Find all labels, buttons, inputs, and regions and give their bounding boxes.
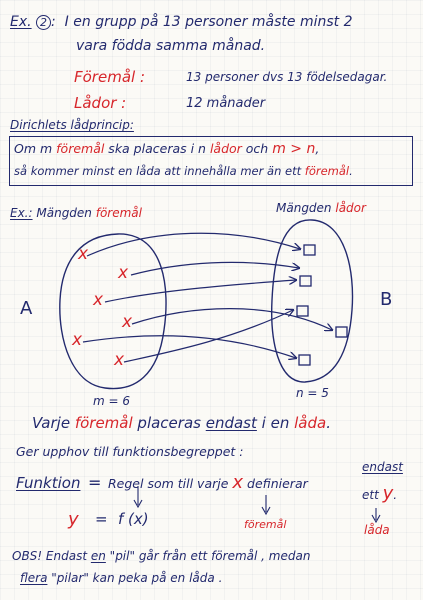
right-title-lador: lådor bbox=[335, 201, 366, 215]
lada-annotation: låda bbox=[364, 523, 390, 537]
conclusion-text-a: Varje bbox=[32, 414, 75, 432]
obs-flera: flera bbox=[20, 571, 48, 585]
arrow-head-fx bbox=[133, 499, 143, 509]
foremal-value: 13 personer dvs 13 födelsedagar. bbox=[186, 70, 388, 84]
example-number: 2 bbox=[36, 15, 52, 30]
principle-comma: , bbox=[315, 141, 320, 156]
element-mark-5: x bbox=[72, 330, 83, 350]
element-mark-1: x bbox=[78, 244, 89, 264]
box-5 bbox=[298, 354, 311, 366]
conclusion-text-b: placeras bbox=[132, 414, 206, 432]
example-left-title: Ex.: Mängden föremål bbox=[10, 206, 142, 220]
principle-foremal-2: föremål bbox=[304, 164, 350, 178]
header-text-2: vara födda samma månad. bbox=[76, 38, 266, 54]
conclusion-text-c: i en bbox=[256, 414, 295, 432]
obs-text-a: Endast bbox=[42, 549, 91, 563]
conclusion-endast: endast bbox=[205, 414, 257, 432]
ett-y-period: . bbox=[393, 488, 398, 502]
header-line-2: vara födda samma månad. bbox=[76, 38, 265, 54]
box-4 bbox=[335, 326, 348, 338]
ett-y: ett y. bbox=[362, 483, 397, 504]
left-title-foremal: föremål bbox=[95, 206, 142, 220]
rule-x: x bbox=[232, 472, 244, 493]
arrow-5 bbox=[82, 335, 296, 358]
foremal-label: Föremål : bbox=[74, 68, 145, 86]
principle-box bbox=[9, 136, 413, 186]
funktion-equals: = bbox=[88, 473, 102, 492]
conclusion-period: . bbox=[326, 414, 331, 432]
funktion-word: Funktion bbox=[16, 474, 81, 492]
arrow-head-x bbox=[261, 506, 271, 516]
header-line-1: Ex. 2: I en grupp på 13 personer måste m… bbox=[10, 14, 353, 30]
set-a-label: A bbox=[20, 298, 33, 319]
arrow-1 bbox=[86, 232, 300, 257]
element-mark-4: x bbox=[122, 312, 133, 332]
header-text-1: I en grupp på 13 personer måste minst 2 bbox=[64, 14, 353, 30]
element-mark-6: x bbox=[114, 350, 125, 370]
principle-line-1: Om m föremål ska placeras i n lådor och … bbox=[14, 141, 319, 157]
endast-word: endast bbox=[362, 460, 403, 474]
box-2 bbox=[299, 275, 312, 287]
element-mark-3: x bbox=[93, 290, 104, 310]
arrow-6 bbox=[123, 310, 293, 363]
principle-text-d: så kommer minst en låda att innehålla me… bbox=[14, 164, 305, 178]
set-b-label: B bbox=[380, 289, 393, 310]
obs-en: en bbox=[90, 549, 106, 563]
principle-period: . bbox=[349, 164, 353, 178]
principle-foremal: föremål bbox=[56, 141, 105, 156]
lador-label: Lådor : bbox=[74, 94, 127, 112]
arrow-3 bbox=[104, 280, 296, 303]
principle-text-c: och bbox=[241, 141, 273, 156]
element-mark-2: x bbox=[118, 263, 129, 283]
obs-text-b: "pil" går från ett föremål , medan bbox=[105, 549, 311, 563]
example-right-title: Mängden lådor bbox=[276, 201, 366, 215]
n-label: n = 5 bbox=[296, 386, 329, 400]
conclusion-line: Varje föremål placeras endast i en låda. bbox=[32, 414, 331, 432]
rule-text-b: definierar bbox=[243, 476, 308, 491]
obs-line-1: OBS! Endast en "pil" går från ett föremå… bbox=[12, 549, 310, 563]
example-colon: : bbox=[51, 14, 56, 30]
principle-line-2: så kommer minst en låda att innehålla me… bbox=[14, 164, 353, 178]
set-a-ellipse bbox=[59, 233, 167, 390]
conclusion-foremal: föremål bbox=[74, 414, 133, 432]
box-1 bbox=[303, 244, 316, 256]
function-intro: Ger upphov till funktionsbegreppet : bbox=[16, 444, 244, 459]
example-ex-label: Ex.: bbox=[10, 206, 33, 220]
m-label: m = 6 bbox=[93, 394, 131, 408]
left-title-text: Mängden bbox=[36, 206, 96, 220]
ett-word: ett bbox=[362, 488, 379, 502]
conclusion-lada: låda bbox=[294, 414, 327, 432]
arrow-head-y bbox=[371, 514, 381, 524]
principle-text-a: Om m bbox=[14, 141, 57, 156]
lador-value: 12 månader bbox=[186, 96, 266, 111]
arrow-2 bbox=[130, 261, 299, 276]
principle-lador: lådor bbox=[209, 141, 242, 156]
principle-title: Dirichlets lådprincip: bbox=[10, 118, 134, 132]
obs-text-c: "pilar" kan peka på en låda . bbox=[47, 571, 223, 585]
y-equals: = bbox=[95, 510, 108, 528]
principle-condition: m > n bbox=[272, 141, 316, 157]
box-3 bbox=[296, 305, 309, 317]
obs-line-2: flera "pilar" kan peka på en låda . bbox=[20, 571, 222, 585]
foremal-annotation: föremål bbox=[244, 518, 287, 531]
arrow-4 bbox=[131, 308, 332, 330]
obs-label: OBS! bbox=[12, 549, 43, 563]
f-of-x: f (x) bbox=[118, 510, 149, 528]
y-symbol: y bbox=[68, 509, 79, 530]
right-title-text: Mängden bbox=[276, 201, 336, 215]
ett-y-letter: y bbox=[382, 483, 394, 504]
principle-text-b: ska placeras i n bbox=[104, 141, 210, 156]
example-label: Ex. bbox=[10, 14, 32, 30]
